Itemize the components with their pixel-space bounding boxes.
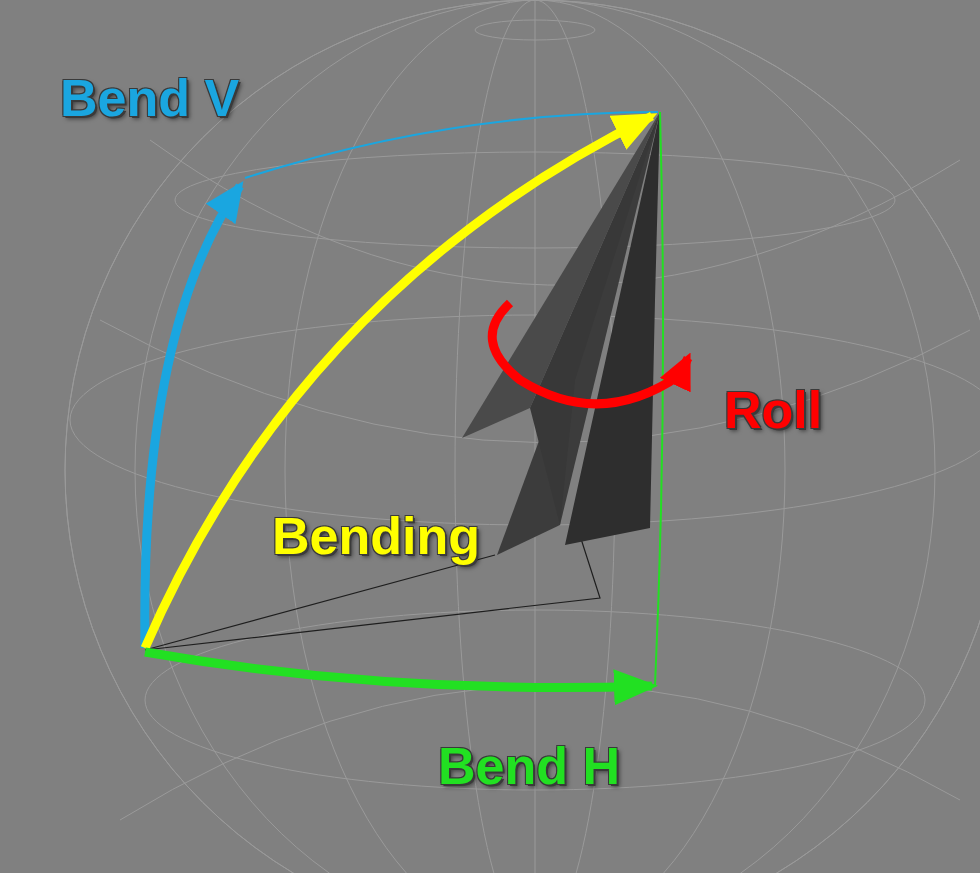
sphere-wireframe (65, 0, 980, 873)
bending-arrow (145, 116, 652, 648)
bend-h-arrow (145, 652, 652, 688)
bend-h-label: Bend H (438, 740, 620, 792)
roll-arrow (492, 303, 688, 404)
bend-v-label: Bend V (60, 72, 239, 124)
bending-label: Bending (272, 510, 480, 562)
roll-label: Roll (724, 384, 822, 436)
bend-h-guide (655, 112, 663, 686)
bend-v-arrow (145, 186, 240, 648)
